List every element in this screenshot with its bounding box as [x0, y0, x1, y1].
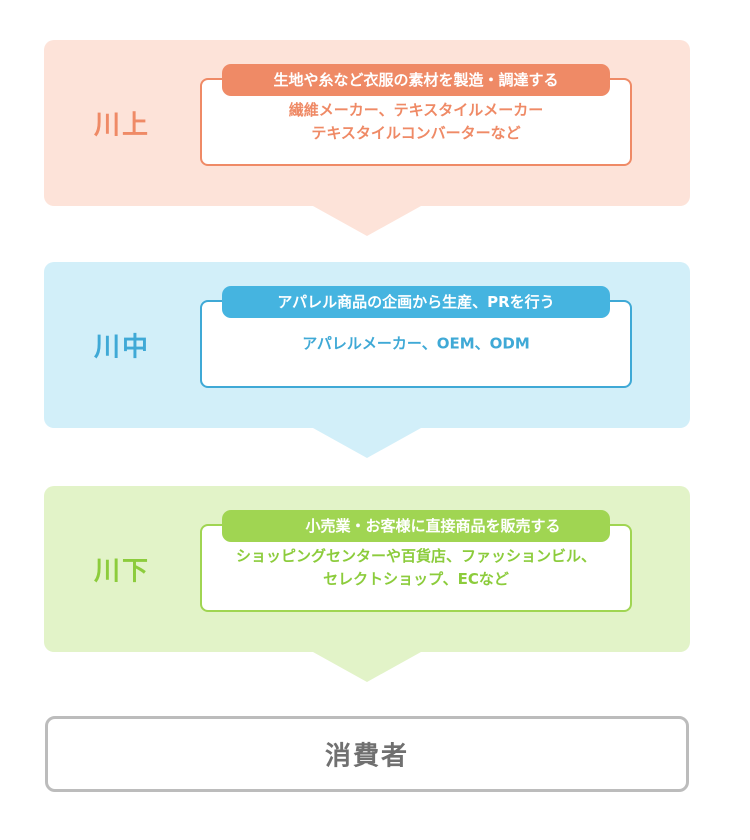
down-arrow [313, 206, 421, 236]
stage-role-midstream: アパレル商品の企画から生産、PRを行う [222, 286, 610, 318]
stage-name-downstream: 川下 [94, 556, 151, 587]
stage-role-downstream: 小売業・お客様に直接商品を販売する [222, 510, 610, 542]
stage-midstream: 川中 アパレルメーカー、OEM、ODM アパレル商品の企画から生産、PRを行う [44, 262, 690, 458]
stage-players-line: 繊維メーカー、テキスタイルメーカー [288, 101, 544, 119]
stage-upstream: 川上 繊維メーカー、テキスタイルメーカー テキスタイルコンバーターなど 生地や糸… [44, 40, 690, 236]
stage-players-midstream: アパレルメーカー、OEM、ODM [202, 333, 630, 356]
consumer-label: 消費者 [324, 741, 409, 772]
stage-players-upstream: 繊維メーカー、テキスタイルメーカー テキスタイルコンバーターなど [202, 99, 630, 145]
stage-downstream: 川下 ショッピングセンターや百貨店、ファッションビル、 セレクトショップ、ECな… [44, 486, 690, 682]
stage-players-line: テキスタイルコンバーターなど [311, 124, 521, 142]
down-arrow [313, 428, 421, 458]
stage-name-midstream: 川中 [94, 332, 151, 363]
down-arrow [313, 652, 421, 682]
stage-players-line: ショッピングセンターや百貨店、ファッションビル、 [235, 547, 596, 565]
stage-name-upstream: 川上 [94, 110, 151, 141]
stage-players-line: アパレルメーカー、OEM、ODM [302, 334, 530, 353]
stage-players-downstream: ショッピングセンターや百貨店、ファッションビル、 セレクトショップ、ECなど [202, 545, 630, 591]
consumer-box: 消費者 [45, 716, 689, 792]
stage-role-upstream: 生地や糸など衣服の素材を製造・調達する [222, 64, 610, 96]
stage-players-line: セレクトショップ、ECなど [323, 570, 509, 588]
